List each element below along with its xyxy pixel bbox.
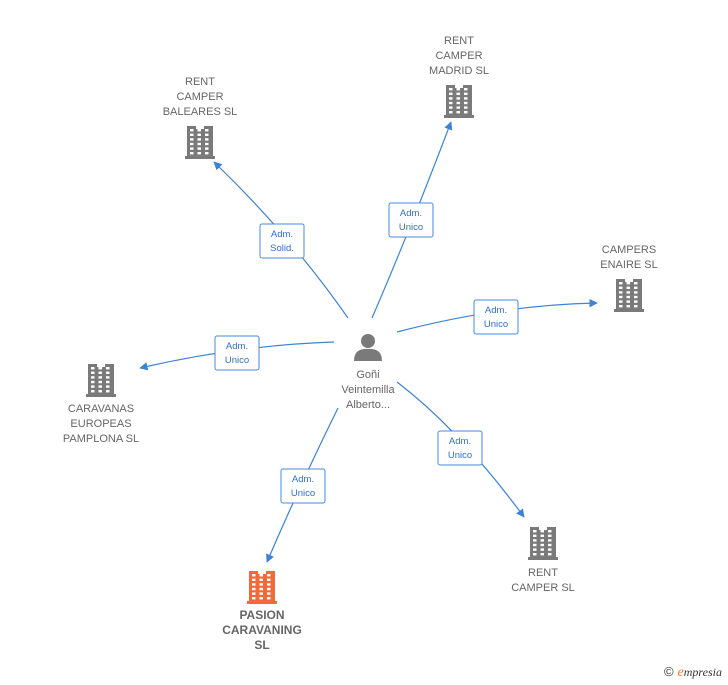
company-node-campers-enaire[interactable]: CAMPERS ENAIRE SL (600, 244, 658, 312)
building-icon (86, 364, 116, 397)
company-label-line: BALEARES SL (163, 106, 238, 118)
role-label-line: Unico (399, 222, 423, 233)
role-badge-box (437, 430, 483, 466)
company-label-line: CAMPER SL (511, 582, 575, 594)
empresia-watermark: ©empresia (664, 664, 722, 681)
role-label-line: Adm. (485, 305, 507, 316)
role-label-line: Unico (291, 488, 315, 499)
person-label-line: Veintemilla (341, 384, 395, 396)
company-label-line: CAMPERS (602, 244, 656, 256)
brand-name: mpresia (683, 665, 722, 679)
role-label-line: Adm. (292, 474, 314, 485)
company-node-rent-camper-madrid[interactable]: RENT CAMPER MADRID SL (429, 35, 489, 118)
company-label-line: CAMPER (176, 91, 223, 103)
role-label-line: Adm. (226, 341, 248, 352)
building-icon (528, 527, 558, 560)
company-label-line: PAMPLONA SL (63, 433, 139, 445)
role-label-line: Solid. (270, 243, 294, 254)
company-node-caravanas-europeas-pamplona[interactable]: CARAVANAS EUROPEAS PAMPLONA SL (63, 364, 139, 445)
role-badge-rent-camper[interactable]: Adm. Unico (437, 430, 483, 466)
company-label-line: ENAIRE SL (600, 259, 657, 271)
building-icon (185, 126, 215, 159)
role-badge-box (388, 202, 434, 238)
company-node-rent-camper[interactable]: RENT CAMPER SL (511, 527, 575, 594)
company-label-line: RENT (528, 567, 558, 579)
company-label-line: CARAVANING (222, 623, 302, 637)
role-label-line: Adm. (271, 229, 293, 240)
company-label-line: RENT (444, 35, 474, 47)
company-label-line: EUROPEAS (70, 418, 131, 430)
role-badge-campers-enaire[interactable]: Adm. Unico (473, 299, 519, 335)
building-icon (444, 85, 474, 118)
role-badge-caravanas-europeas-pamplona[interactable]: Adm. Unico (214, 335, 260, 371)
company-label-line: CAMPER (435, 50, 482, 62)
person-node[interactable]: GoñiVeintemillaAlberto... (341, 334, 395, 411)
role-badge-pasion-caravaning[interactable]: Adm. Unico (280, 468, 326, 504)
company-label-line: MADRID SL (429, 65, 489, 77)
building-icon (247, 571, 277, 604)
role-badge-box (280, 468, 326, 504)
brand-initial: e (677, 665, 684, 680)
role-label-line: Unico (484, 319, 508, 330)
company-label-line: RENT (185, 76, 215, 88)
person-label-line: Goñi (356, 369, 379, 381)
role-badge-rent-camper-baleares[interactable]: Adm. Solid. (259, 223, 305, 259)
role-label-line: Unico (225, 355, 249, 366)
role-label-line: Unico (448, 450, 472, 461)
building-icon (614, 279, 644, 312)
role-label-line: Adm. (400, 208, 422, 219)
company-label-line: PASION (239, 608, 284, 622)
copyright-symbol: © (663, 664, 674, 679)
role-label-line: Adm. (449, 436, 471, 447)
person-icon (354, 334, 382, 361)
role-badge-box (259, 223, 305, 259)
role-badge-box (473, 299, 519, 335)
role-badge-box (214, 335, 260, 371)
company-node-rent-camper-baleares[interactable]: RENT CAMPER BALEARES SL (163, 76, 238, 159)
company-label-line: SL (254, 638, 269, 652)
person-label-line: Alberto... (346, 399, 390, 411)
role-badge-rent-camper-madrid[interactable]: Adm. Unico (388, 202, 434, 238)
company-label-line: CARAVANAS (68, 403, 134, 415)
